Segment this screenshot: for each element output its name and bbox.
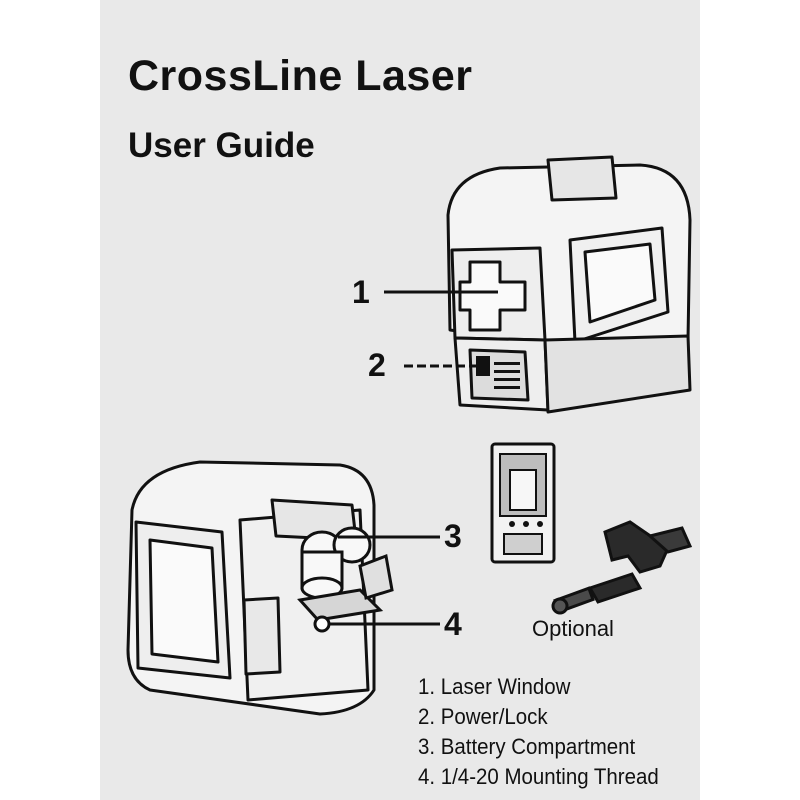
battery-door-icon [297,588,384,622]
callout-number-3: 3 [444,518,462,554]
legend-item: 3. Battery Compartment [418,734,636,759]
mounting-thread-icon [313,615,331,633]
page-title: CrossLine Laser [128,52,473,100]
battery-icon [300,526,372,600]
callout-number-2: 2 [368,347,386,383]
callout-number-1: 1 [352,274,370,310]
laser-unit-rear-illustration [126,460,376,716]
parts-legend: 1. Laser Window 2. Power/Lock 3. Battery… [418,672,659,792]
legend-item: 4. 1/4-20 Mounting Thread [418,764,659,789]
target-plate-icon [490,442,556,564]
page-subtitle: User Guide [128,126,315,165]
battery-latch-icon [358,553,394,600]
mounting-clamp-icon [551,520,693,615]
legend-item: 2. Power/Lock [418,704,548,729]
legend-item: 1. Laser Window [418,674,571,699]
optional-accessories-label: Optional [532,616,614,641]
callout-number-4: 4 [444,606,462,642]
laser-unit-front-illustration [446,155,692,414]
